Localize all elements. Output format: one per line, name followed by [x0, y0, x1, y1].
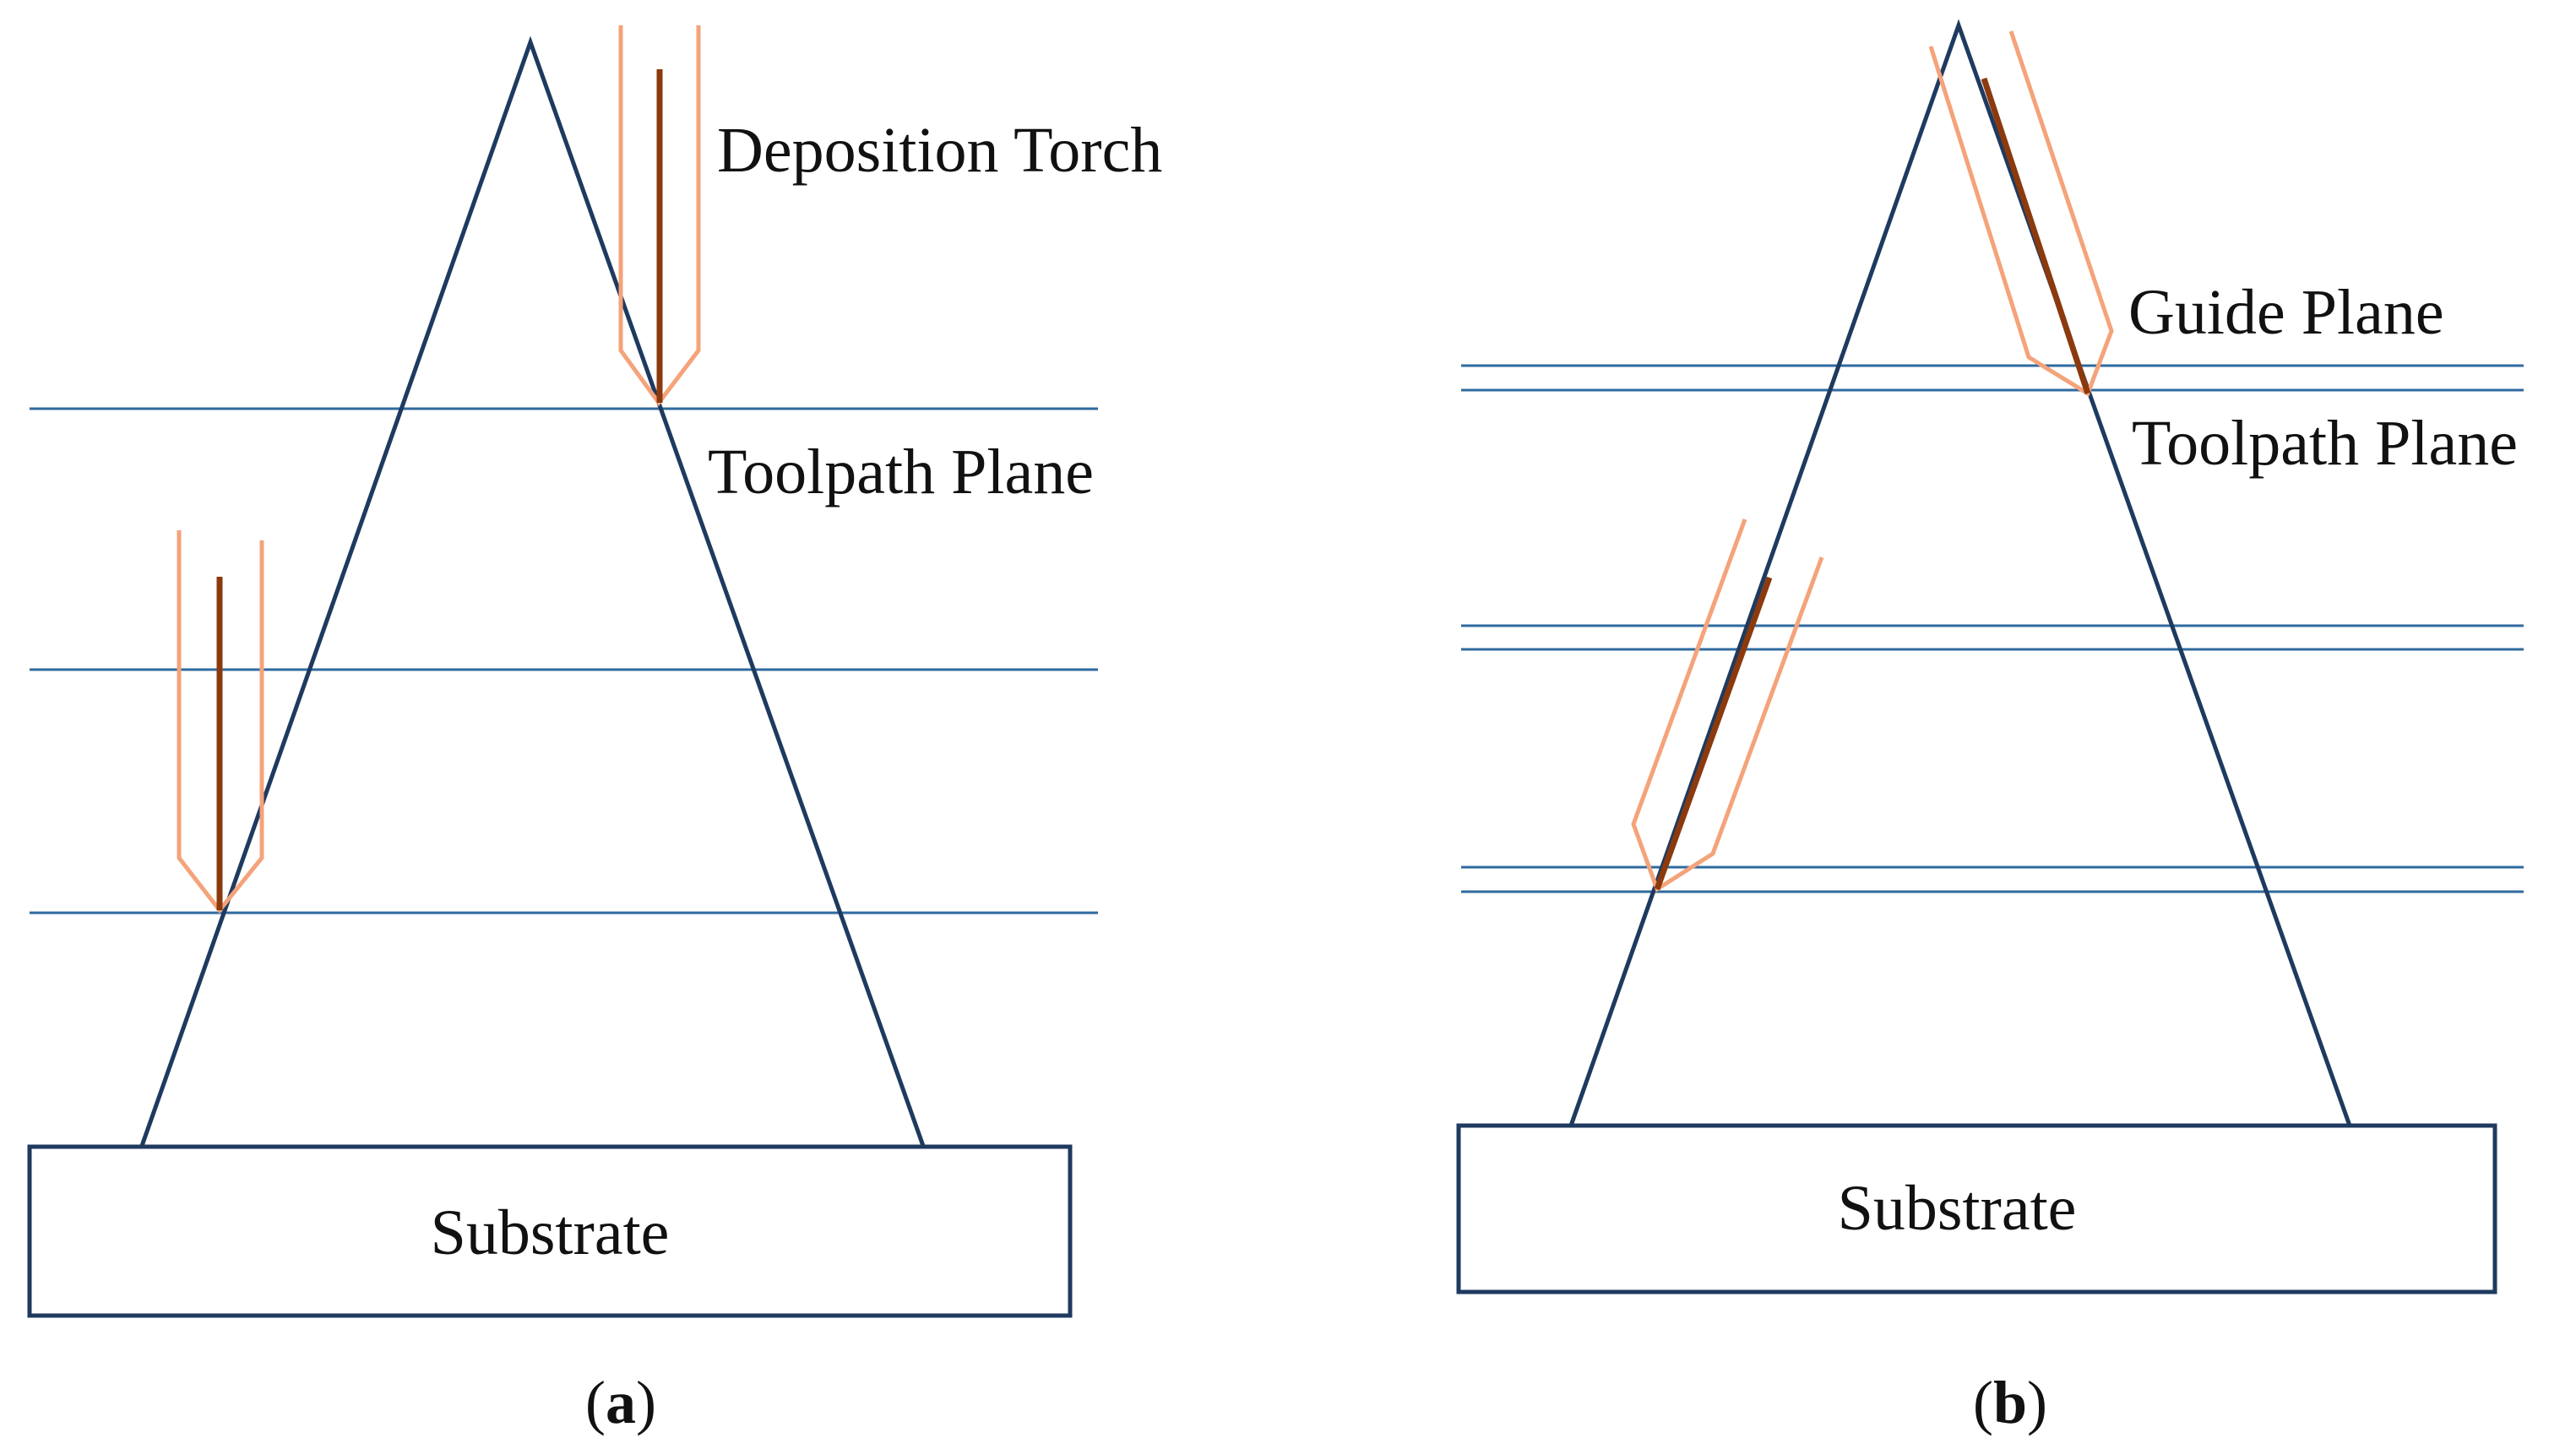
guide-plane-label: Guide Plane [2128, 277, 2444, 348]
toolpath-plane-label: Toolpath Plane [708, 437, 1094, 507]
panel-b: Substrate Guide Plane Toolpath Plane (b) [1456, 19, 2524, 1436]
torch-wire [1981, 77, 2091, 395]
panel-b-caption: (b) [1973, 1369, 2047, 1436]
panel-a: Substrate Deposition Torch Toolpath Plan… [27, 25, 1162, 1436]
deposition-torch-upper [618, 25, 701, 407]
substrate-label: Substrate [431, 1197, 670, 1268]
torch-nozzle-outline [1928, 30, 2114, 397]
deposition-torch-lower [1631, 518, 1824, 893]
deposition-torch-label: Deposition Torch [717, 115, 1162, 186]
deposition-torch-upper [1928, 30, 2114, 397]
substrate-box [1456, 1123, 2497, 1294]
substrate-label: Substrate [1838, 1173, 2077, 1244]
torch-wire [1654, 576, 1773, 891]
substrate-box [27, 1144, 1073, 1318]
panel-a-caption: (a) [585, 1369, 656, 1436]
torch-nozzle-outline [1631, 518, 1824, 893]
part-outline [1568, 19, 2352, 1126]
toolpath-plane-label: Toolpath Plane [2132, 408, 2518, 479]
deposition-torch-lower [177, 530, 264, 914]
part-outline [139, 35, 926, 1147]
